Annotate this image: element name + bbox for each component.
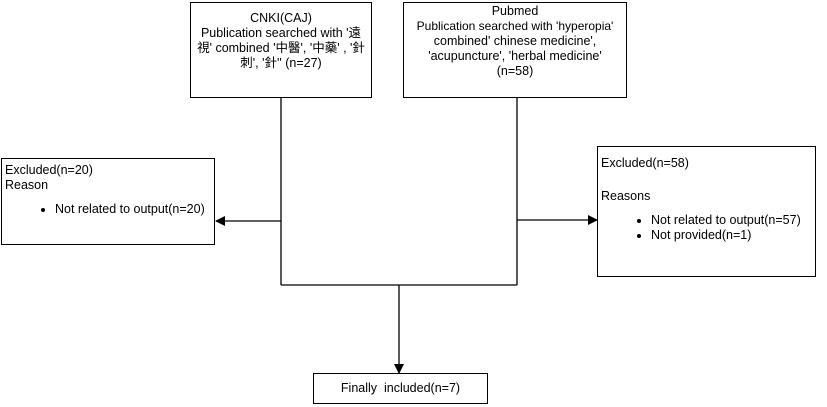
cnki-box: CNKI(CAJ) Publication searched with '遠 視… [190,2,372,98]
pubmed-box: Pubmed Publication searched with 'hypero… [403,2,627,98]
list-item: Not provided(n=1) [651,228,815,243]
pubmed-line-3: 'acupuncture', 'herbal medicine' [428,49,602,63]
pubmed-line-1: Publication searched with 'hyperopia' [416,19,614,33]
cnki-line-1: Publication searched with '遠 [200,26,362,40]
excluded-left-reason-label: Reason [5,178,49,192]
excluded-right-list: Not related to output(n=57) Not provided… [601,213,815,243]
excluded-right-reason-label: Reasons [601,189,651,203]
cnki-line-2: 視' combined '中醫', '中藥' , '針 [197,41,365,55]
final-label: Finally included(n=7) [340,381,461,395]
final-box: Finally included(n=7) [313,373,488,404]
excluded-right-box: Excluded(n=58) Reasons Not related to ou… [597,146,816,277]
pubmed-title: Pubmed [491,4,539,18]
pubmed-line-4: (n=58) [496,64,534,78]
list-item: Not related to output(n=57) [651,213,815,228]
cnki-line-3: 刺', '針'' (n=27) [240,56,322,70]
excluded-right-heading: Excluded(n=58) [601,156,689,170]
excluded-left-box: Excluded(n=20) Reason Not related to out… [1,158,215,245]
pubmed-line-2: combined' chinese medicine', [433,34,597,48]
list-item: Not related to output(n=20) [55,202,214,217]
cnki-title: CNKI(CAJ) [250,11,312,25]
excluded-left-heading: Excluded(n=20) [5,163,93,177]
excluded-left-list: Not related to output(n=20) [5,202,214,217]
